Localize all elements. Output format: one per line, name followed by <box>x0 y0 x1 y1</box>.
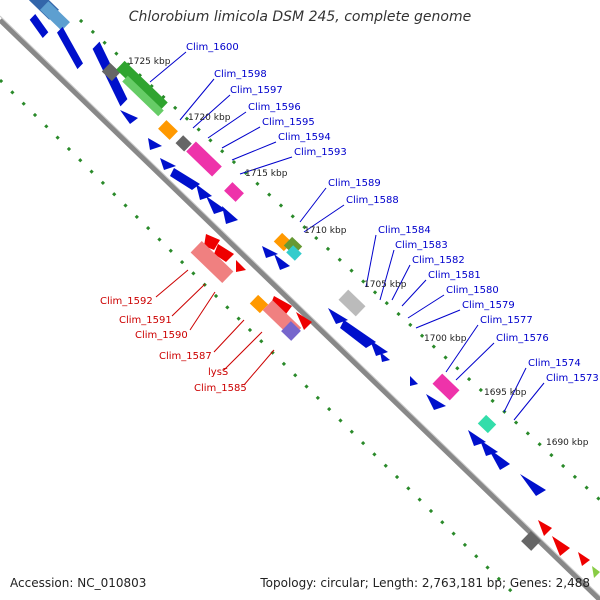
scale-label-1715: 1715 kbp <box>245 169 288 179</box>
gene-label-clim-1594[interactable]: Clim_1594 <box>278 132 331 143</box>
reverse-leader-lines <box>155 269 275 386</box>
gene-label-clim-1573[interactable]: Clim_1573 <box>546 373 599 384</box>
gene-label-clim-1581[interactable]: Clim_1581 <box>428 270 481 281</box>
gene-label-clim-1592[interactable]: Clim_1592 <box>100 296 153 307</box>
gene-label-clim-1598[interactable]: Clim_1598 <box>214 69 267 80</box>
gene-label-clim-1580[interactable]: Clim_1580 <box>446 285 499 296</box>
backbone <box>0 15 600 600</box>
gene-label-lyss[interactable]: lysS <box>208 367 228 378</box>
gene-label-clim-1593[interactable]: Clim_1593 <box>294 147 347 158</box>
gene-label-clim-1577[interactable]: Clim_1577 <box>480 315 533 326</box>
gene-label-clim-1584[interactable]: Clim_1584 <box>378 225 431 236</box>
scale-labels: 1725 kbp 1720 kbp 1715 kbp 1710 kbp 1705… <box>128 57 589 448</box>
gene-label-clim-1595[interactable]: Clim_1595 <box>262 117 315 128</box>
gene-label-clim-1576[interactable]: Clim_1576 <box>496 333 549 344</box>
tick-guides <box>0 18 600 600</box>
gene-label-clim-1591[interactable]: Clim_1591 <box>119 315 172 326</box>
gene-label-clim-1574[interactable]: Clim_1574 <box>528 358 581 369</box>
gene-label-clim-1585[interactable]: Clim_1585 <box>194 383 247 394</box>
forward-gene-features <box>29 0 546 496</box>
gene-label-clim-1590[interactable]: Clim_1590 <box>135 330 188 341</box>
reverse-gene-features <box>190 234 600 578</box>
gene-label-clim-1596[interactable]: Clim_1596 <box>248 102 301 113</box>
scale-label-1705: 1705 kbp <box>364 280 407 290</box>
forward-leader-lines <box>149 51 545 421</box>
gene-label-clim-1579[interactable]: Clim_1579 <box>462 300 515 311</box>
scale-label-1690: 1690 kbp <box>546 438 589 448</box>
accession-text: Accession: NC_010803 <box>10 576 147 590</box>
reverse-gene-labels: Clim_1592 Clim_1591 Clim_1590 Clim_1587 … <box>100 296 247 394</box>
gene-label-clim-1600[interactable]: Clim_1600 <box>186 42 239 53</box>
scale-label-1720: 1720 kbp <box>188 113 231 123</box>
map-title: Chlorobium limicola DSM 245, complete ge… <box>128 9 472 25</box>
scale-label-1700: 1700 kbp <box>424 334 467 344</box>
gene-label-clim-1597[interactable]: Clim_1597 <box>230 85 283 96</box>
gene-label-clim-1582[interactable]: Clim_1582 <box>412 255 465 266</box>
genome-summary-text: Topology: circular; Length: 2,763,181 bp… <box>260 576 590 590</box>
scale-label-1725: 1725 kbp <box>128 57 171 67</box>
scale-label-1710: 1710 kbp <box>304 226 347 236</box>
forward-gene-labels: Clim_1600 Clim_1598 Clim_1597 Clim_1596 … <box>186 42 599 384</box>
gene-label-clim-1587[interactable]: Clim_1587 <box>159 351 212 362</box>
gene-label-clim-1588[interactable]: Clim_1588 <box>346 195 399 206</box>
gene-label-clim-1589[interactable]: Clim_1589 <box>328 178 381 189</box>
gene-label-clim-1583[interactable]: Clim_1583 <box>395 240 448 251</box>
scale-label-1695: 1695 kbp <box>484 388 527 398</box>
